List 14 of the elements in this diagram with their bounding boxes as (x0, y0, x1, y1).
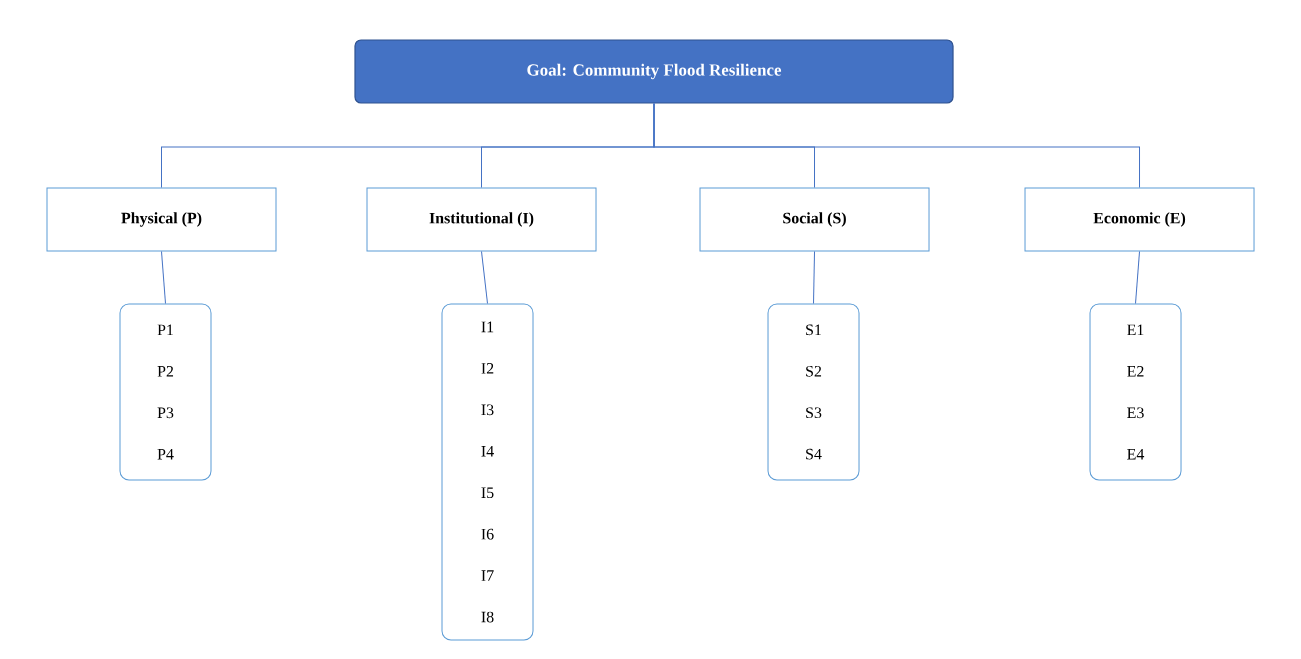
item-list-box: E1 E2 E3 E4 (1089, 303, 1182, 481)
goal-box: Goal: Community Flood Resilience (354, 39, 954, 104)
category-box: Physical (P) (46, 187, 277, 252)
connector-line (653, 103, 1140, 188)
connector-line (813, 251, 815, 304)
category-box: Institutional (I) (366, 187, 597, 252)
connector-line (161, 251, 166, 304)
connector-line (1135, 251, 1140, 304)
category-box: Social (S) (699, 187, 930, 252)
connector-line (481, 251, 488, 304)
category-box: Economic (E) (1024, 187, 1255, 252)
item-list-box: S1 S2 S3 S4 (767, 303, 860, 481)
item-list-box: I1 I2 I3 I4 I5 I6 I7 I8 (441, 303, 534, 641)
item-list-box: P1 P2 P3 P4 (119, 303, 212, 481)
